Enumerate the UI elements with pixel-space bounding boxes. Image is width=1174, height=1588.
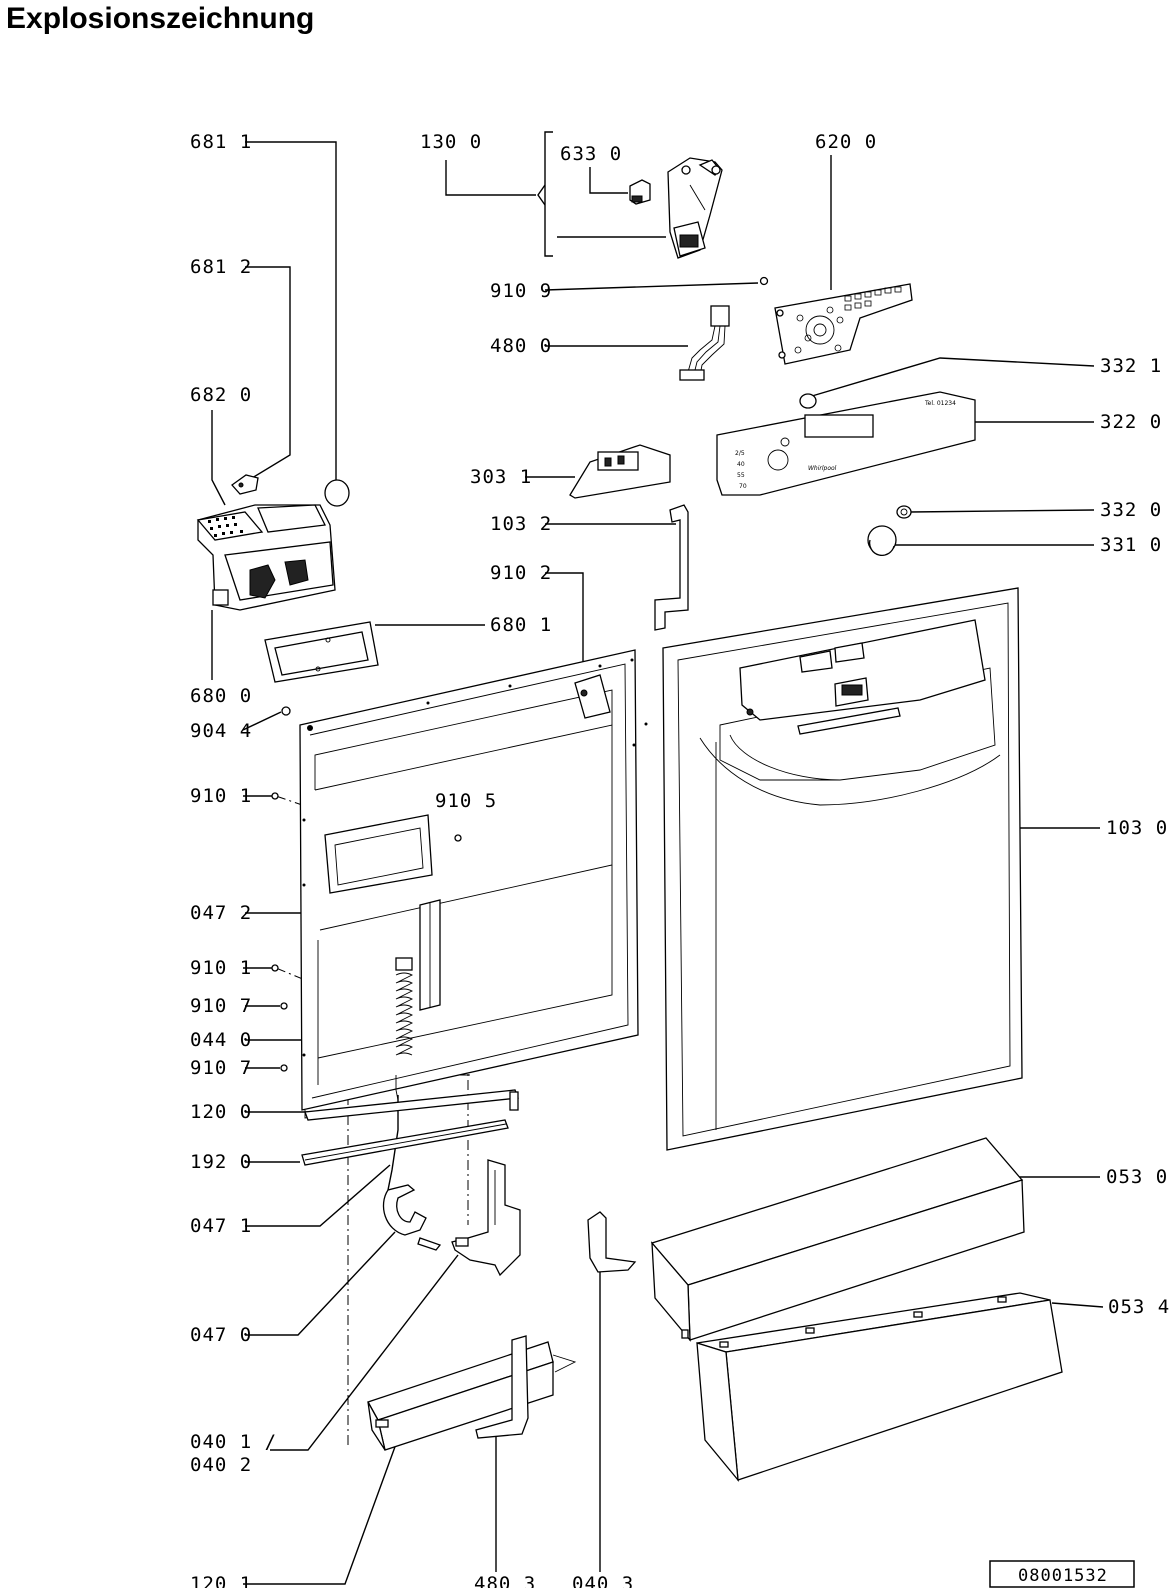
svg-text:55: 55 [737,472,745,479]
part-331-0-knob [867,525,897,557]
label-040-2: 040 2 [190,1454,252,1476]
svg-text:Tel. 01234: Tel. 01234 [924,400,956,407]
part-633-0 [629,179,651,205]
part-904-4 [281,706,291,716]
part-680-1-seal [264,621,379,683]
svg-text:2/5: 2/5 [735,450,745,457]
label-682-0: 682 0 [190,384,252,406]
part-303-1-handle [569,444,671,499]
drawing-number: 08001532 [1018,1566,1108,1586]
label-103-0: 103 0 [1106,817,1168,839]
part-322-0-fascia: 2/5 40 55 70 Whirlpool Tel. 01234 [716,391,976,496]
label-910-7b: 910 7 [190,1057,252,1079]
part-120-0-strip [304,1089,519,1121]
label-332-1: 332 1 [1100,355,1162,377]
part-192-0-rail [301,1119,509,1166]
svg-text:70: 70 [739,483,747,490]
parts: 2/5 40 55 70 Whirlpool Tel. 01234 [196,157,1063,1483]
label-192-0: 192 0 [190,1151,252,1173]
label-904-4: 904 4 [190,720,252,742]
part-040-1-hinge [451,1159,521,1277]
label-047-2: 047 2 [190,902,252,924]
label-331-0: 331 0 [1100,534,1162,556]
part-053-4-plinth [696,1292,1063,1483]
part-332-0 [896,505,912,519]
label-681-1: 681 1 [190,131,252,153]
label-332-0: 332 0 [1100,499,1162,521]
part-680-0-dispenser [196,504,336,611]
part-053-0-kickplate [650,1137,1025,1342]
part-681-1 [324,479,350,507]
drawing-number-box: 08001532 [989,1560,1135,1588]
label-047-1: 047 1 [190,1215,252,1237]
label-910-2: 910 2 [490,562,552,584]
part-910-5 [454,834,462,842]
dispenser-grid [208,516,243,537]
part-inner-door-panel [299,649,648,1119]
part-910-9 [759,276,769,286]
label-680-0: 680 0 [190,685,252,707]
label-120-0: 120 0 [190,1101,252,1123]
part-480-3-bracket [475,1335,529,1439]
label-633-0: 633 0 [560,143,622,165]
callout-labels: 681 1 130 0 633 0 620 0 681 2 910 9 480 … [190,131,1170,1588]
svg-text:40: 40 [737,461,745,468]
label-053-4: 053 4 [1108,1296,1170,1318]
part-910-7b [280,1064,288,1072]
page-title: Explosionszeichnung [6,2,315,35]
part-910-1b [271,964,279,972]
label-910-1a: 910 1 [190,785,252,807]
label-680-1: 680 1 [490,614,552,636]
label-047-0: 047 0 [190,1324,252,1346]
label-040-3: 040 3 [572,1573,634,1588]
part-120-1-strip [367,1341,577,1451]
label-053-0: 053 0 [1106,1166,1168,1188]
part-480-0-harness [679,305,730,381]
part-047-1-cable [387,1095,399,1191]
label-620-0: 620 0 [815,131,877,153]
label-040-1: 040 1 / [190,1431,277,1453]
label-322-0: 322 0 [1100,411,1162,433]
part-620-0-board [774,283,913,365]
label-303-1: 303 1 [470,466,532,488]
part-044-0-spring [395,957,414,1101]
part-910-7a [280,1002,288,1010]
part-332-1 [799,393,817,409]
label-480-3: 480 3 [474,1573,536,1588]
label-910-7a: 910 7 [190,995,252,1017]
label-681-2: 681 2 [190,256,252,278]
part-103-0-door [662,587,1023,1151]
part-047-0-hook [382,1184,442,1251]
label-044-0: 044 0 [190,1029,252,1051]
label-120-1: 120 1 [190,1573,252,1588]
label-910-9: 910 9 [490,280,552,302]
part-103-2-bracket [654,504,689,631]
part-681-2 [231,474,259,495]
label-910-1b: 910 1 [190,957,252,979]
svg-text:Whirlpool: Whirlpool [808,465,837,472]
part-130-0-latch [667,157,723,259]
part-040-3-bracket [587,1211,637,1273]
part-910-1a [271,792,279,800]
label-103-2: 103 2 [490,513,552,535]
label-480-0: 480 0 [490,335,552,357]
label-910-5: 910 5 [435,790,497,812]
label-130-0: 130 0 [420,131,482,153]
